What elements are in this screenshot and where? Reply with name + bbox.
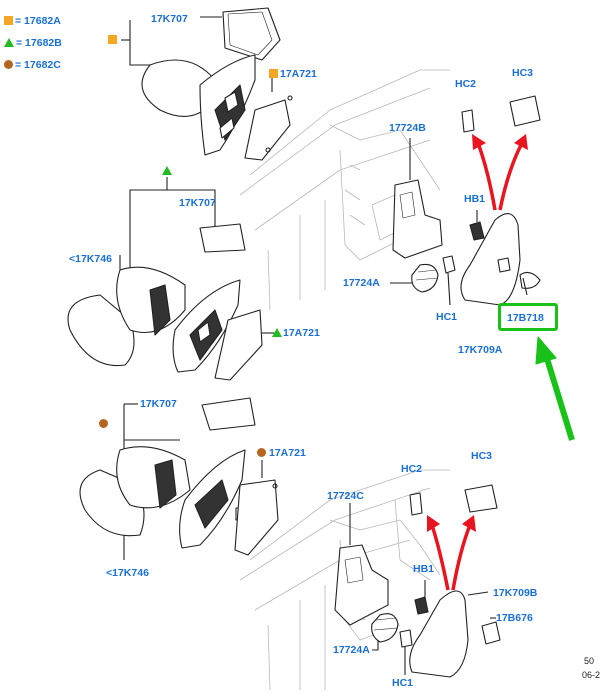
green-triangle-icon [4,38,14,47]
part-label-17k707: 17K707 [179,197,216,209]
mirror-assembly-top [121,7,293,161]
door-body-lines [239,69,450,691]
footer-page-number: 50 [584,656,595,666]
green-triangle-icon [162,166,172,175]
footer-date: 06-2 [582,670,600,680]
red-arrowhead-top-1 [472,134,486,150]
part-label-17a721: 17A721 [283,327,320,339]
part-label-17k746: <17K746 [69,253,112,265]
legend-text: = 17682A [15,15,61,27]
part-label-17a721: 17A721 [280,68,317,80]
orange-square-icon [4,16,13,25]
part-label-17724b: 17724B [389,122,426,134]
part-label-17k709a: 17K709A [458,344,503,356]
part-label-17a721: 17A721 [269,447,306,459]
parts-top-right [390,95,541,306]
parts-bottom-right [334,484,501,678]
green-arrowhead [535,336,557,365]
part-label-hc1: HC1 [436,311,458,323]
part-label-hb1: HB1 [464,193,486,205]
legend-row-triangle: = 17682B [4,36,62,50]
part-label-17k709b: 17K709B [493,587,538,599]
red-arrowhead-bottom-1 [427,515,440,532]
part-label-hc2: HC2 [455,78,477,90]
brown-circle-icon [99,419,108,428]
brown-circle-icon [4,60,13,69]
mirror-assembly-middle [67,177,275,381]
green-triangle-icon [272,328,282,337]
mirror-assembly-bottom [79,397,279,560]
part-label-hc3: HC3 [471,450,493,462]
legend-row-circle: = 17682C [4,58,61,72]
red-arrowhead-bottom-2 [462,515,476,532]
red-arrows-top [476,142,524,211]
part-label-17724a: 17724A [343,277,380,289]
part-label-hc1: HC1 [392,677,414,689]
legend-row-square: = 17682A [4,14,61,28]
part-label-17724a: 17724A [333,644,370,656]
part-label-hb1: HB1 [413,563,435,575]
part-label-hc2: HC2 [401,463,423,475]
part-label-17k707: 17K707 [151,13,188,25]
orange-square-icon [269,69,278,78]
red-arrowhead-top-2 [514,134,528,150]
part-label-17b676: 17B676 [496,612,533,624]
part-label-hc3: HC3 [512,67,534,79]
orange-square-icon [108,35,117,44]
red-arrows-bottom [430,524,472,591]
brown-circle-icon [257,448,266,457]
legend-text: = 17682B [16,37,62,49]
part-label-17b718: 17B718 [507,312,544,324]
legend-text: = 17682C [15,59,61,71]
highlight-box [498,303,558,331]
part-label-17k746: <17K746 [106,567,149,579]
green-arrow-shaft [542,351,575,441]
part-label-17724c: 17724C [327,490,364,502]
part-label-17k707: 17K707 [140,398,177,410]
